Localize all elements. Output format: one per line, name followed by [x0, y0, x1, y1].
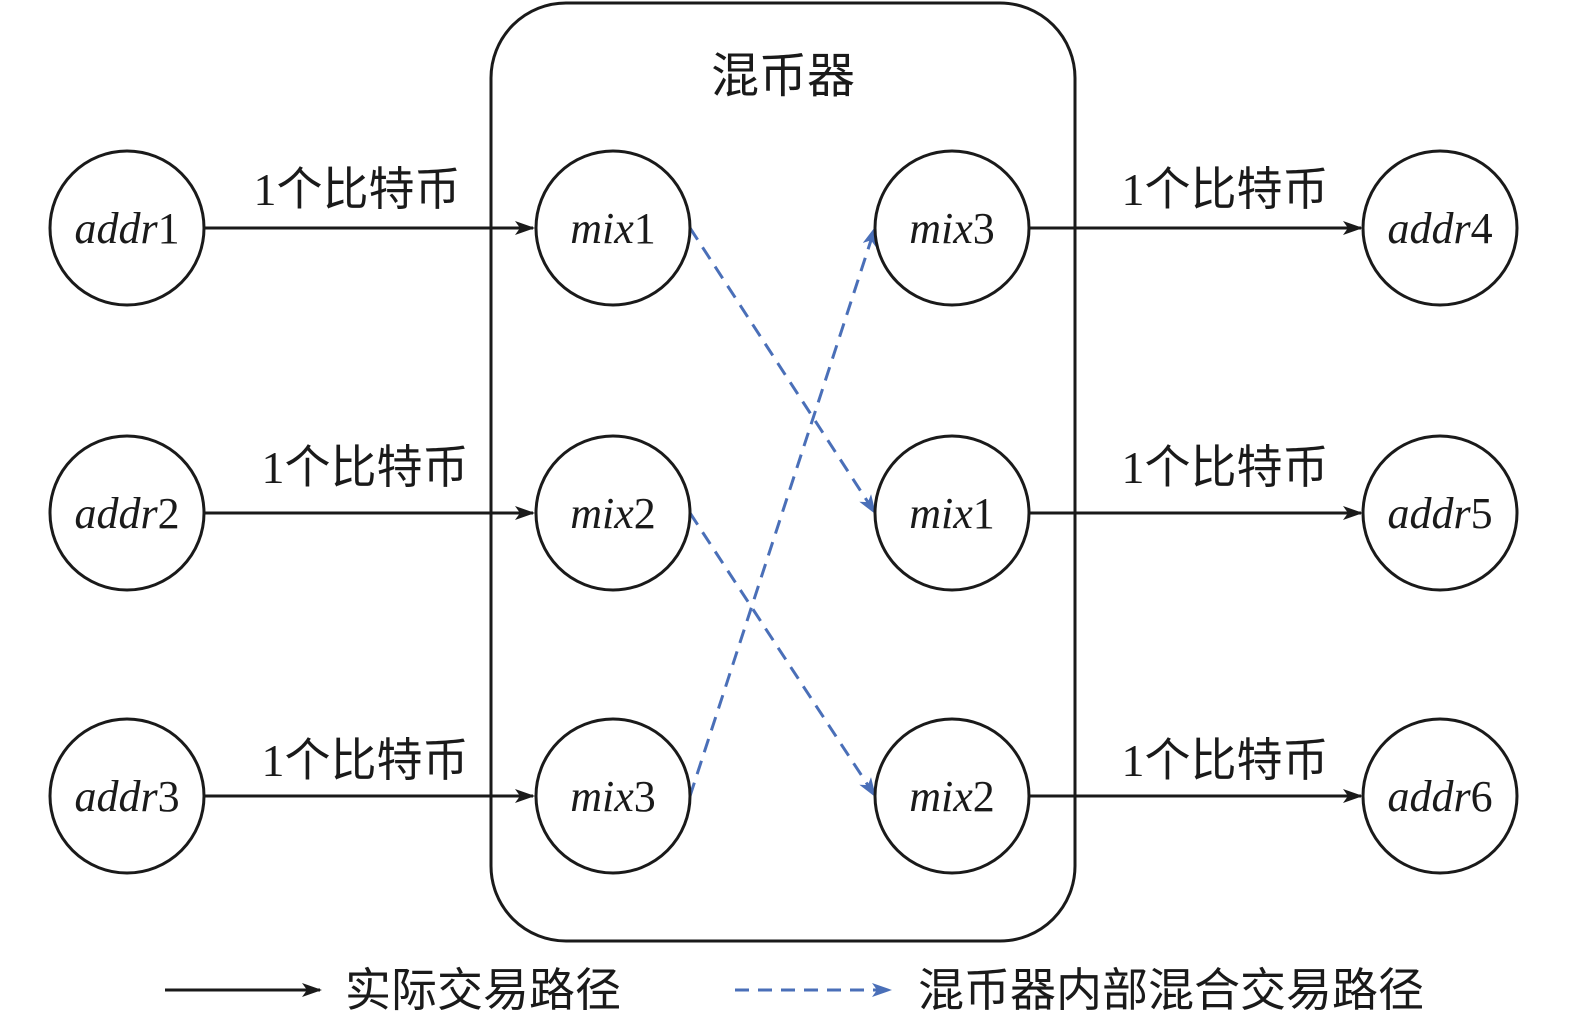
svg-text:addr5: addr5	[1387, 489, 1492, 538]
svg-text:mix2: mix2	[570, 489, 656, 538]
svg-text:mix1: mix1	[909, 489, 995, 538]
node-mix-out-3: mix3	[873, 149, 1031, 307]
node-addr3: addr3	[48, 717, 206, 875]
svg-text:mix3: mix3	[570, 772, 656, 821]
svg-text:addr6: addr6	[1387, 772, 1492, 821]
node-mix-in-3: mix3	[534, 717, 692, 875]
node-mix-in-2: mix2	[534, 434, 692, 592]
edge-label-out2: 1个比特币	[1122, 442, 1329, 493]
node-mix-in-1: mix1	[534, 149, 692, 307]
node-mix-out-1: mix1	[873, 434, 1031, 592]
legend-dashed-label: 混币器内部混合交易路径	[918, 965, 1424, 1016]
node-addr5: addr5	[1361, 434, 1519, 592]
mixer-title: 混币器	[711, 50, 855, 103]
edge-label-in1: 1个比特币	[254, 164, 461, 215]
node-mix-out-2: mix2	[873, 717, 1031, 875]
svg-text:addr4: addr4	[1387, 204, 1492, 253]
svg-text:mix1: mix1	[570, 204, 656, 253]
svg-text:mix2: mix2	[909, 772, 995, 821]
svg-text:mix3: mix3	[909, 204, 995, 253]
edge-label-in3: 1个比特币	[262, 735, 469, 786]
node-addr4: addr4	[1361, 149, 1519, 307]
node-addr1: addr1	[48, 149, 206, 307]
node-addr6: addr6	[1361, 717, 1519, 875]
dashed-edge-mix1-to-mix1	[688, 227, 877, 515]
edge-label-in2: 1个比特币	[262, 442, 469, 493]
dashed-edge-mix3-to-mix3	[688, 226, 877, 797]
legend-solid-label: 实际交易路径	[345, 965, 621, 1016]
node-addr2: addr2	[48, 434, 206, 592]
edge-label-out1: 1个比特币	[1122, 164, 1329, 215]
svg-text:addr2: addr2	[74, 489, 179, 538]
svg-text:addr3: addr3	[74, 772, 179, 821]
mixer-container	[489, 1, 1077, 943]
dashed-edge-mix2-to-mix2	[688, 512, 877, 798]
edge-label-out3: 1个比特币	[1122, 735, 1329, 786]
svg-text:addr1: addr1	[74, 204, 179, 253]
legend: 实际交易路径 混币器内部混合交易路径	[165, 965, 1424, 1016]
